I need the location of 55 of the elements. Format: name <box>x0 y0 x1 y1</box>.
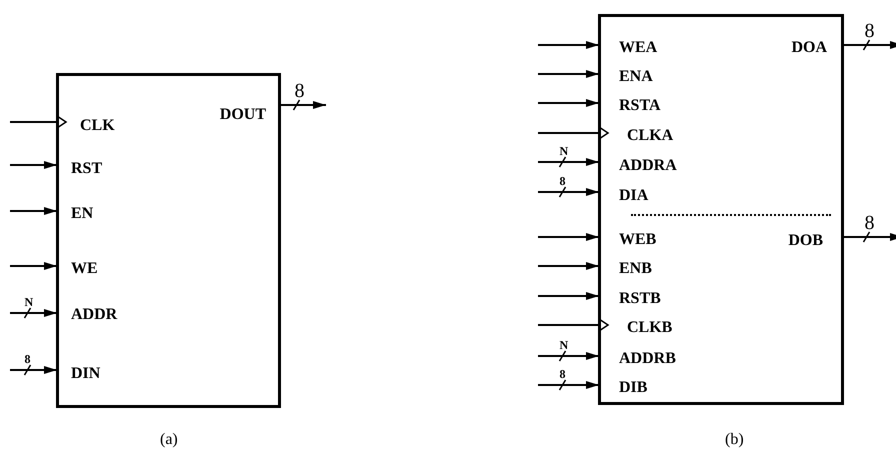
arrow <box>538 186 599 198</box>
bus-width-label: 8 <box>864 213 874 233</box>
pin-name: CLKA <box>627 128 674 144</box>
arrow <box>842 40 896 50</box>
arrow <box>10 262 57 270</box>
pin-name: ENB <box>619 261 652 277</box>
pin-name: RSTB <box>619 291 661 307</box>
pin-name: ENA <box>619 69 653 85</box>
pin-name: DOA <box>791 40 827 56</box>
pin-name: ADDRB <box>619 351 676 367</box>
arrow <box>538 99 599 107</box>
arrow <box>538 380 599 390</box>
arrow <box>538 233 599 241</box>
arrow <box>538 156 599 168</box>
clock-input-line <box>10 115 68 129</box>
pin-name: WEB <box>619 232 656 248</box>
pin-name: CLKB <box>627 320 672 336</box>
bus-width-label: N <box>560 145 568 157</box>
bus-width-label: 8 <box>560 368 566 380</box>
bus-width-label: 8 <box>560 175 566 187</box>
pin-name: EN <box>71 206 94 222</box>
bus-width-label: N <box>24 296 34 308</box>
clock-input-line <box>538 126 610 140</box>
arrow <box>538 41 599 49</box>
pin-name: WE <box>71 261 98 277</box>
pin-name: RST <box>71 161 102 177</box>
subfigure-caption: (a) <box>160 432 178 448</box>
subfigure-caption: (b) <box>725 432 744 448</box>
arrow <box>842 232 896 242</box>
pin-name: DIB <box>619 380 648 396</box>
arrow <box>279 100 326 110</box>
pin-name: DIA <box>619 188 648 204</box>
arrow <box>10 207 57 215</box>
pin-name: DOB <box>788 233 823 249</box>
clock-input-line <box>538 318 610 332</box>
pin-name: ADDRA <box>619 158 677 174</box>
arrow <box>10 308 57 318</box>
bus-width-label: 8 <box>864 21 874 41</box>
arrow <box>538 350 599 362</box>
pin-name: DIN <box>71 366 100 382</box>
pin-name: CLK <box>80 118 115 134</box>
bus-width-label: N <box>560 339 568 351</box>
arrow <box>538 292 599 300</box>
pin-name: RSTA <box>619 98 660 114</box>
pin-name: ADDR <box>71 307 118 323</box>
block-symbol <box>56 73 281 408</box>
pin-name: WEA <box>619 40 658 56</box>
arrow <box>538 262 599 270</box>
arrow <box>538 70 599 78</box>
arrow <box>10 364 57 376</box>
bus-width-label: 8 <box>24 353 30 365</box>
bus-width-label: 8 <box>294 81 304 101</box>
arrow <box>10 161 57 169</box>
block-symbol <box>598 14 844 405</box>
pin-name: DOUT <box>220 107 266 123</box>
